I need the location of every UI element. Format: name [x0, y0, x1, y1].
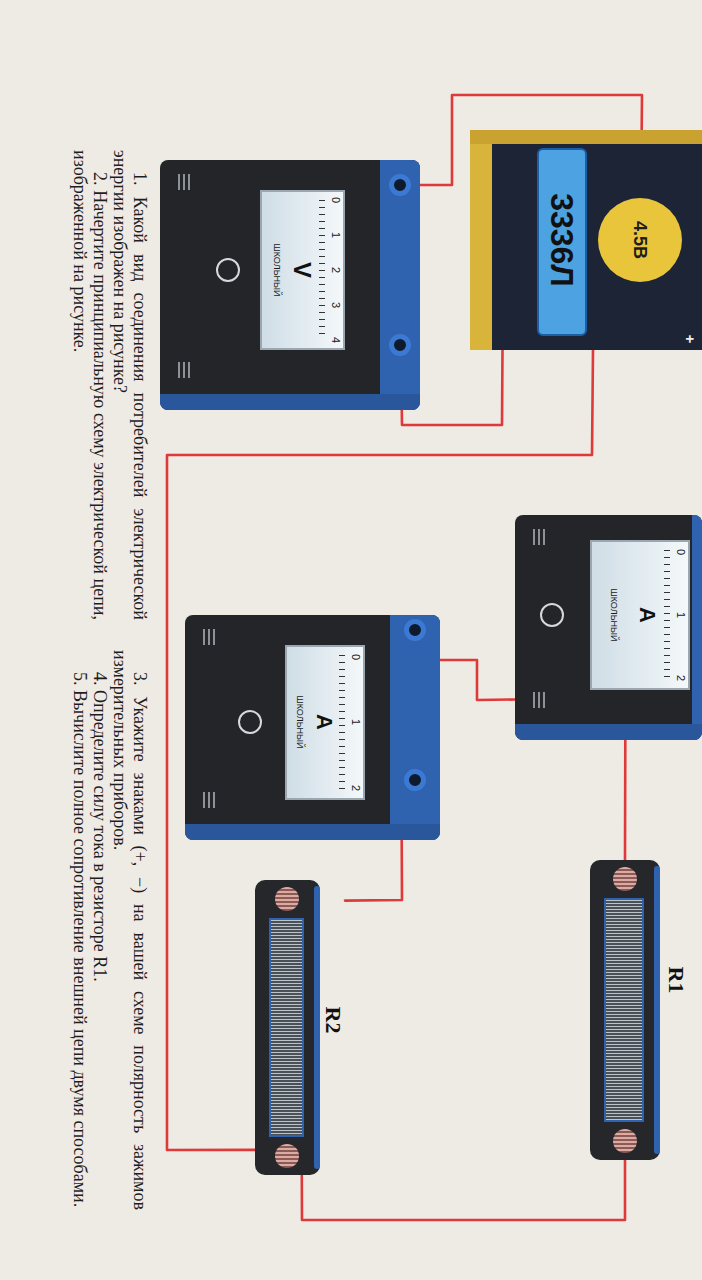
ammeter: A — [185, 615, 440, 840]
panel-mark — [538, 529, 540, 545]
node-label: R2 — [322, 1007, 344, 1034]
question-text: 3. Укажите знаками (+, −) на вашей схеме… — [110, 650, 150, 1210]
resistor-edge — [314, 886, 320, 1169]
meter-side-edge — [515, 724, 702, 740]
meter-scale-ticks — [664, 550, 670, 680]
scale-brand: ШКОЛЬНЫЙ — [295, 695, 304, 748]
resistor: R1 — [590, 860, 690, 1160]
panel-mark — [208, 792, 210, 808]
panel-mark — [533, 529, 535, 545]
zero-knob — [216, 258, 240, 282]
panel-mark — [183, 362, 185, 378]
battery: 4.5В 3336Л — [470, 130, 702, 350]
scale-number: 1 — [350, 719, 361, 725]
scale-number: 2 — [350, 785, 361, 791]
scale-number: 1 — [330, 232, 341, 238]
wire — [440, 660, 515, 700]
panel-mark — [543, 692, 545, 708]
wire — [302, 1160, 625, 1220]
scale-number: 0 — [350, 654, 361, 660]
node-label: 3336Л — [546, 193, 578, 287]
scale-number: 2 — [330, 267, 341, 273]
question-text: 2. Начертите принципиальную схему электр… — [70, 150, 110, 620]
question-text: 4. Определите силу тока в резисторе R1. — [90, 650, 110, 1210]
node-label: R1 — [665, 967, 687, 994]
ammeter: A — [515, 515, 702, 740]
panel-mark — [188, 362, 190, 378]
resistor-edge — [654, 866, 660, 1154]
panel-mark — [183, 174, 185, 190]
scale-number: 4 — [330, 337, 341, 343]
scale-number: 0 — [675, 549, 686, 555]
polarity-sign: + — [683, 335, 698, 344]
panel-mark — [538, 692, 540, 708]
panel-mark — [178, 174, 180, 190]
wire — [167, 350, 593, 1150]
resistor-coil — [604, 898, 644, 1122]
terminal — [613, 1129, 637, 1153]
node-label: A — [313, 714, 335, 730]
scale-number: 3 — [330, 302, 341, 308]
panel-mark — [543, 529, 545, 545]
panel-mark — [203, 629, 205, 645]
battery-base — [470, 130, 492, 350]
question-text: 5. Вычислите полное сопротивление внешне… — [70, 650, 90, 1210]
meter-top-edge — [380, 160, 420, 410]
terminal — [404, 619, 426, 641]
meter-scale-ticks — [339, 655, 345, 790]
panel-mark — [203, 792, 205, 808]
panel-mark — [178, 362, 180, 378]
panel-mark — [188, 174, 190, 190]
resistor-coil — [269, 918, 304, 1137]
node-label: V — [290, 262, 314, 278]
meter-side-edge — [160, 394, 420, 410]
wire — [345, 840, 402, 901]
question-text: 1. Какой вид соединения потребителей эле… — [110, 150, 150, 620]
scale-number: 0 — [330, 197, 341, 203]
meter-side-edge — [185, 824, 440, 840]
scale-number: 1 — [675, 612, 686, 618]
meter-top-edge — [390, 615, 440, 840]
battery-side — [470, 130, 702, 144]
scale-brand: ШКОЛЬНЫЙ — [609, 588, 618, 641]
node-label: A — [636, 607, 658, 623]
panel-mark — [533, 692, 535, 708]
terminal — [404, 769, 426, 791]
terminal — [613, 867, 637, 891]
wire — [624, 740, 627, 860]
meter-top-edge — [692, 515, 702, 740]
zero-knob — [238, 710, 262, 734]
panel-mark — [213, 792, 215, 808]
panel-mark — [208, 629, 210, 645]
scale-brand: ШКОЛЬНЫЙ — [272, 243, 281, 296]
node-label: 4.5В — [631, 221, 649, 259]
meter-scale-ticks — [319, 200, 325, 340]
zero-knob — [540, 603, 564, 627]
terminal — [389, 174, 411, 196]
voltmeter: V — [160, 160, 420, 410]
scale-number: 2 — [675, 675, 686, 681]
panel-mark — [213, 629, 215, 645]
terminal — [389, 334, 411, 356]
resistor: R2 — [255, 880, 345, 1175]
